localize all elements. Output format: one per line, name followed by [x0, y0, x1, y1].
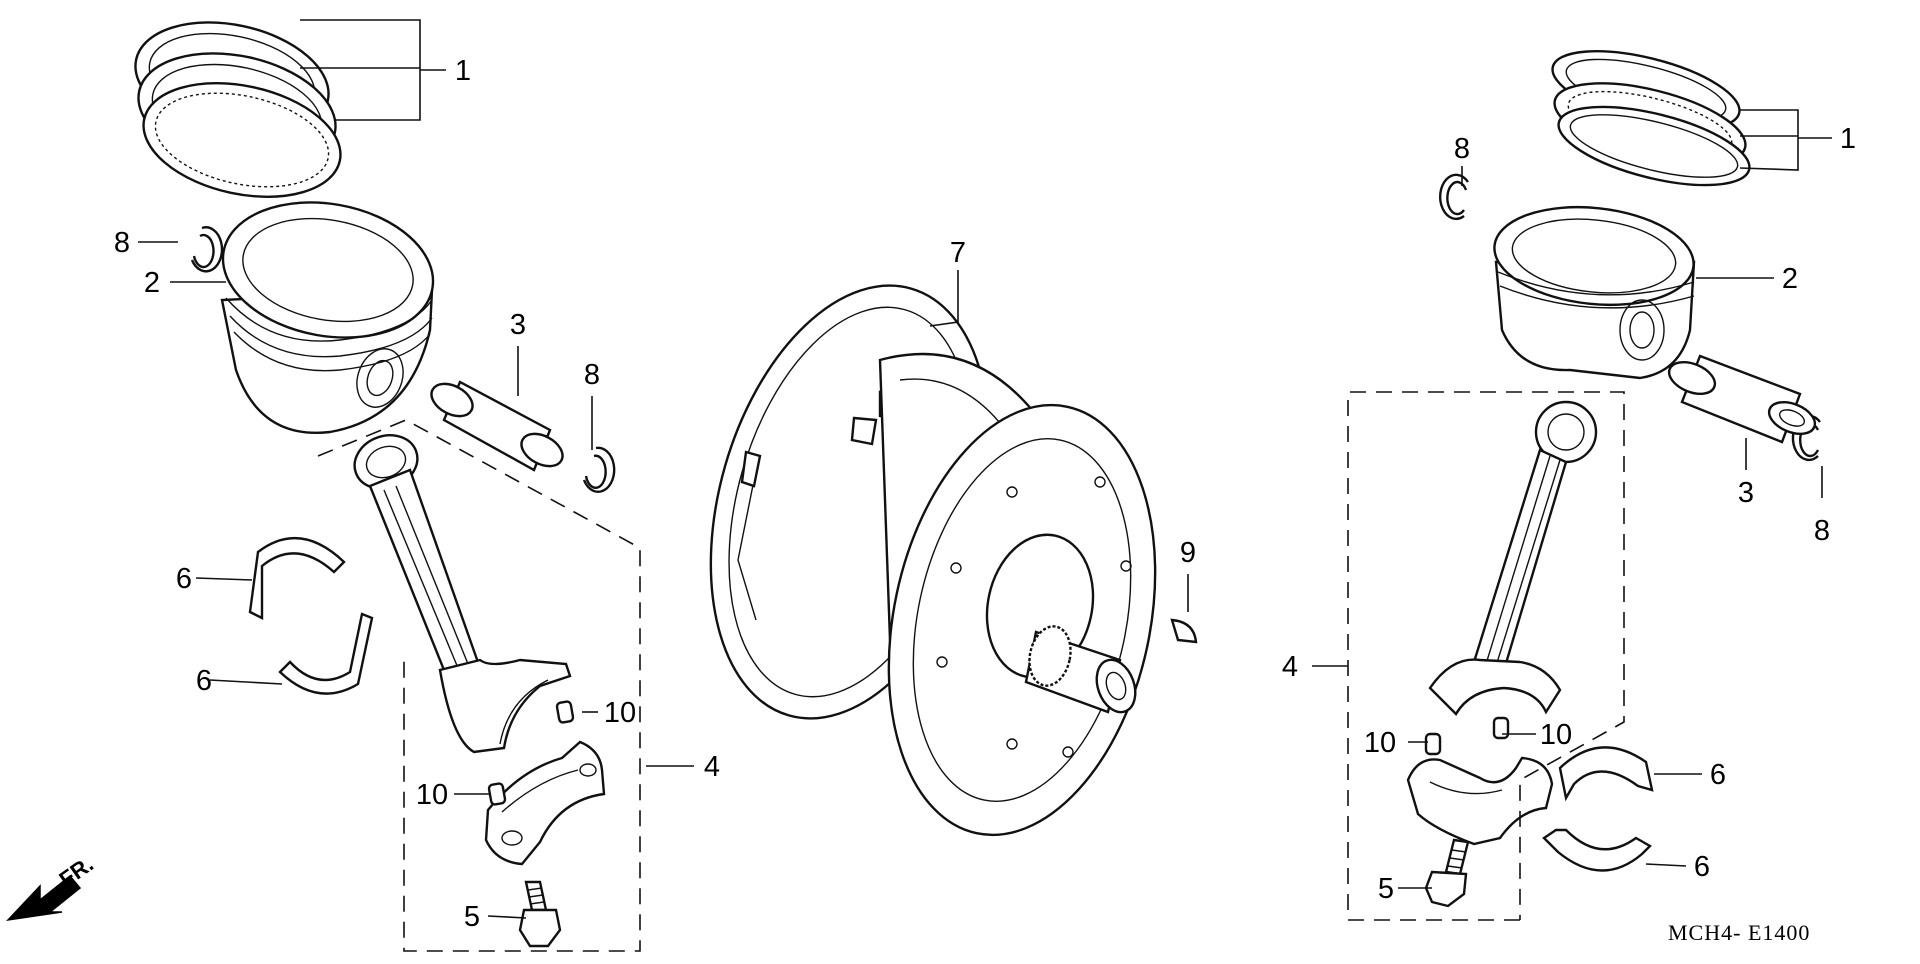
left-bearing-lower [278, 612, 374, 695]
callout-right-bearing-lower: 6 [1694, 851, 1710, 883]
callout-left-dowel-b: 10 [416, 779, 448, 811]
left-rod-cap [484, 740, 606, 866]
right-rod-assembly-bracket [1347, 391, 1625, 921]
left-circlip-upper [190, 226, 224, 273]
leader-lines [138, 19, 1832, 919]
right-piston-pin [1667, 354, 1817, 444]
callout-left-bearing-lower: 6 [196, 665, 212, 697]
left-dowel-b [487, 782, 507, 806]
right-rod-bolt [1424, 838, 1470, 908]
left-piston-pin [430, 380, 564, 472]
callout-left-circlip-b: 8 [584, 359, 600, 391]
callout-left-piston: 2 [144, 267, 160, 299]
callout-right-piston: 2 [1782, 263, 1798, 295]
callout-left-circlip-a: 8 [114, 227, 130, 259]
woodruff-key [1170, 618, 1198, 644]
callout-right-circlip-a: 8 [1454, 133, 1470, 165]
right-piston [1493, 205, 1696, 380]
left-piston-rings [134, 21, 342, 198]
crankshaft [709, 284, 1157, 837]
front-arrow-icon [5, 874, 82, 922]
drawing-code: MCH4- E1400 [1668, 920, 1810, 945]
right-piston-rings [1551, 50, 1751, 187]
left-circlip-lower [582, 446, 616, 493]
callout-woodruff-key: 9 [1180, 537, 1196, 569]
callout-right-circlip-b: 8 [1814, 515, 1830, 547]
left-rod-bolt [518, 880, 562, 948]
right-dowel-a [1492, 716, 1510, 740]
callout-left-bearing-upper: 6 [176, 563, 192, 595]
right-dowel-b [1424, 732, 1442, 756]
right-rod-cap [1406, 756, 1554, 846]
callout-labels: 1 2 3 4 5 6 6 8 8 10 10 7 9 1 2 3 4 5 6 … [114, 55, 1856, 933]
callout-left-piston-rings: 1 [455, 55, 471, 87]
callout-right-rod-bolt: 5 [1378, 873, 1394, 905]
callout-left-rod-bolt: 5 [464, 901, 480, 933]
callout-left-rod-assembly: 4 [704, 751, 720, 783]
callout-left-dowel-a: 10 [604, 697, 636, 729]
callout-crankshaft: 7 [950, 237, 966, 269]
callout-right-dowel-a: 10 [1540, 719, 1572, 751]
left-piston [220, 201, 435, 434]
callout-right-piston-pin: 3 [1738, 477, 1754, 509]
right-connecting-rod [1428, 400, 1598, 716]
right-bearing-lower [1542, 828, 1652, 872]
callout-right-bearing-upper: 6 [1710, 759, 1726, 791]
left-bearing-upper [248, 536, 346, 620]
callout-right-piston-rings: 1 [1840, 123, 1856, 155]
left-connecting-rod [353, 434, 572, 754]
front-direction-marker: FR. [5, 851, 98, 922]
callout-right-rod-assembly: 4 [1282, 651, 1298, 683]
left-dowel-a [555, 700, 575, 724]
callout-left-piston-pin: 3 [510, 309, 526, 341]
right-circlip-upper [1438, 173, 1469, 221]
left-rod-assembly-bracket [317, 419, 641, 952]
callout-right-dowel-b: 10 [1364, 727, 1396, 759]
right-bearing-upper [1558, 746, 1654, 802]
